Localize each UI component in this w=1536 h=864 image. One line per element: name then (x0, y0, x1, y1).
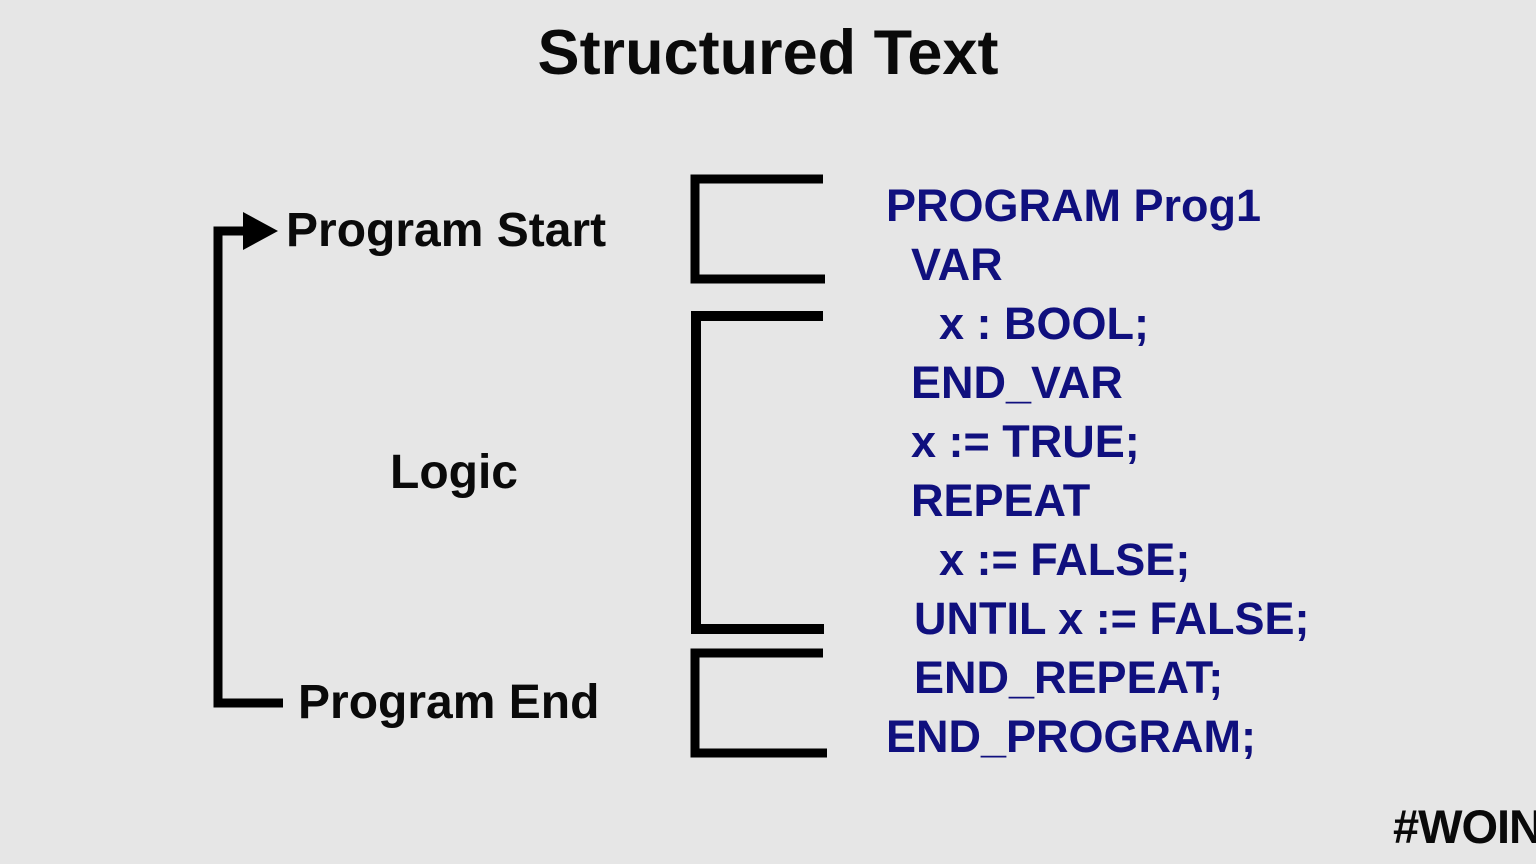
code-line: x : BOOL; (939, 298, 1149, 349)
code-line: END_VAR (911, 357, 1123, 408)
code-line: END_PROGRAM; (886, 711, 1257, 762)
flow-label-logic: Logic (390, 446, 518, 499)
code-line: x := FALSE; (939, 534, 1191, 585)
code-listing: PROGRAM Prog1 VAR x : BOOL; END_VAR x :=… (886, 176, 1486, 766)
watermark: #WOIN (1392, 800, 1536, 853)
code-line: x := TRUE; (911, 416, 1140, 467)
bracket-logic (691, 311, 824, 634)
code-line: END_REPEAT; (914, 652, 1224, 703)
flow-label-program-end: Program End (298, 676, 600, 729)
code-line: VAR (911, 239, 1003, 290)
code-line: UNTIL x := FALSE; (914, 593, 1310, 644)
code-line: REPEAT (911, 475, 1091, 526)
flow-label-program-start: Program Start (286, 204, 607, 257)
loop-back-arrow-icon (213, 212, 283, 708)
code-line: PROGRAM Prog1 (886, 180, 1262, 231)
page-title: Structured Text (537, 18, 999, 88)
bracket-program-end (690, 648, 827, 758)
bracket-program-start (690, 174, 825, 284)
